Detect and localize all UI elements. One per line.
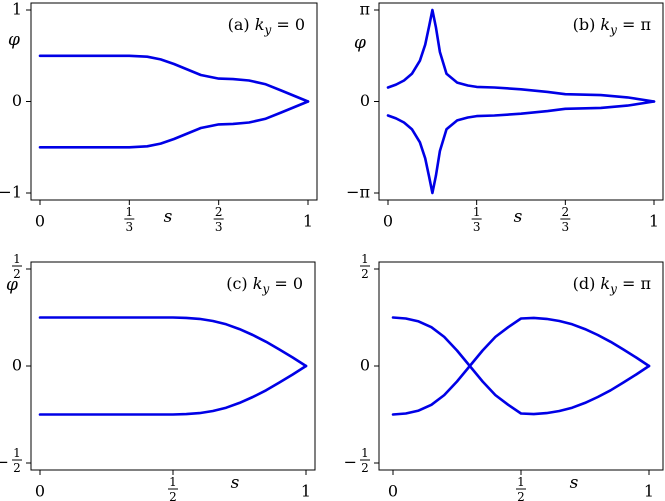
y-tick-label: 12 (360, 252, 370, 281)
svg-text:−: − (0, 453, 9, 472)
svg-text:1: 1 (473, 205, 481, 219)
svg-text:2: 2 (13, 461, 21, 475)
series-line-1 (38, 54, 310, 103)
x-tick-label: 23 (213, 205, 224, 234)
y-tick-label: −π (346, 183, 370, 202)
x-axis-label: s (164, 207, 173, 227)
y-tick-label: 0 (12, 356, 22, 375)
series-line-1 (38, 316, 308, 368)
svg-text:1: 1 (13, 252, 21, 266)
series-line-1 (391, 316, 651, 416)
y-tick-label: −12 (0, 446, 22, 475)
x-tick-label: 1 (303, 212, 313, 231)
x-axis-label: s (514, 207, 523, 227)
svg-text:1: 1 (361, 252, 369, 266)
panel-title: (b) ky = π (573, 15, 651, 37)
panel-title: (c) ky = 0 (226, 274, 303, 296)
svg-text:3: 3 (215, 220, 223, 234)
svg-text:3: 3 (562, 220, 570, 234)
series-line-2 (391, 316, 651, 416)
x-tick-label: 1 (649, 212, 659, 231)
panel-title: (d) ky = π (573, 274, 651, 296)
y-tick-label: 12 (12, 252, 22, 281)
svg-text:−: − (344, 453, 357, 472)
x-tick-label: 13 (471, 205, 482, 234)
series-line-1 (386, 8, 656, 103)
y-tick-label: 0 (12, 91, 22, 110)
series-line-2 (38, 100, 310, 149)
y-tick-label: −12 (344, 446, 370, 475)
y-tick-label: π (359, 0, 370, 19)
svg-text:1: 1 (361, 446, 369, 460)
x-tick-label: 23 (560, 205, 571, 234)
x-tick-label: 0 (35, 212, 45, 231)
svg-text:1: 1 (13, 446, 21, 460)
svg-text:2: 2 (562, 205, 570, 219)
x-axis-label: s (231, 473, 240, 493)
x-axis-label: s (570, 473, 579, 493)
y-axis-label: φ (6, 275, 18, 295)
y-axis-label: φ (354, 33, 366, 53)
svg-text:2: 2 (517, 490, 525, 501)
x-tick-label: 13 (124, 205, 135, 234)
svg-text:2: 2 (215, 205, 223, 219)
plot-frame (30, 261, 316, 471)
x-tick-label: 12 (516, 475, 526, 501)
x-tick-label: 0 (388, 482, 398, 501)
x-tick-label: 0 (35, 482, 45, 501)
x-tick-label: 12 (168, 475, 178, 501)
series-line-2 (38, 364, 308, 416)
svg-text:3: 3 (473, 220, 481, 234)
svg-text:2: 2 (361, 267, 369, 281)
y-tick-label: 1 (12, 0, 22, 19)
x-tick-label: 0 (383, 212, 393, 231)
plot-frame (378, 261, 664, 471)
svg-text:1: 1 (169, 475, 177, 489)
y-tick-label: 0 (360, 356, 370, 375)
svg-text:1: 1 (126, 205, 134, 219)
x-tick-label: 1 (301, 482, 311, 501)
svg-text:2: 2 (169, 490, 177, 501)
y-tick-label: 0 (360, 91, 370, 110)
svg-text:1: 1 (517, 475, 525, 489)
y-tick-label: −1 (0, 183, 22, 202)
svg-text:2: 2 (361, 461, 369, 475)
x-tick-label: 1 (644, 482, 654, 501)
series-line-2 (386, 100, 656, 195)
y-axis-label: φ (8, 30, 20, 50)
svg-text:2: 2 (13, 267, 21, 281)
panel-title: (a) ky = 0 (228, 15, 305, 37)
svg-text:3: 3 (126, 220, 134, 234)
